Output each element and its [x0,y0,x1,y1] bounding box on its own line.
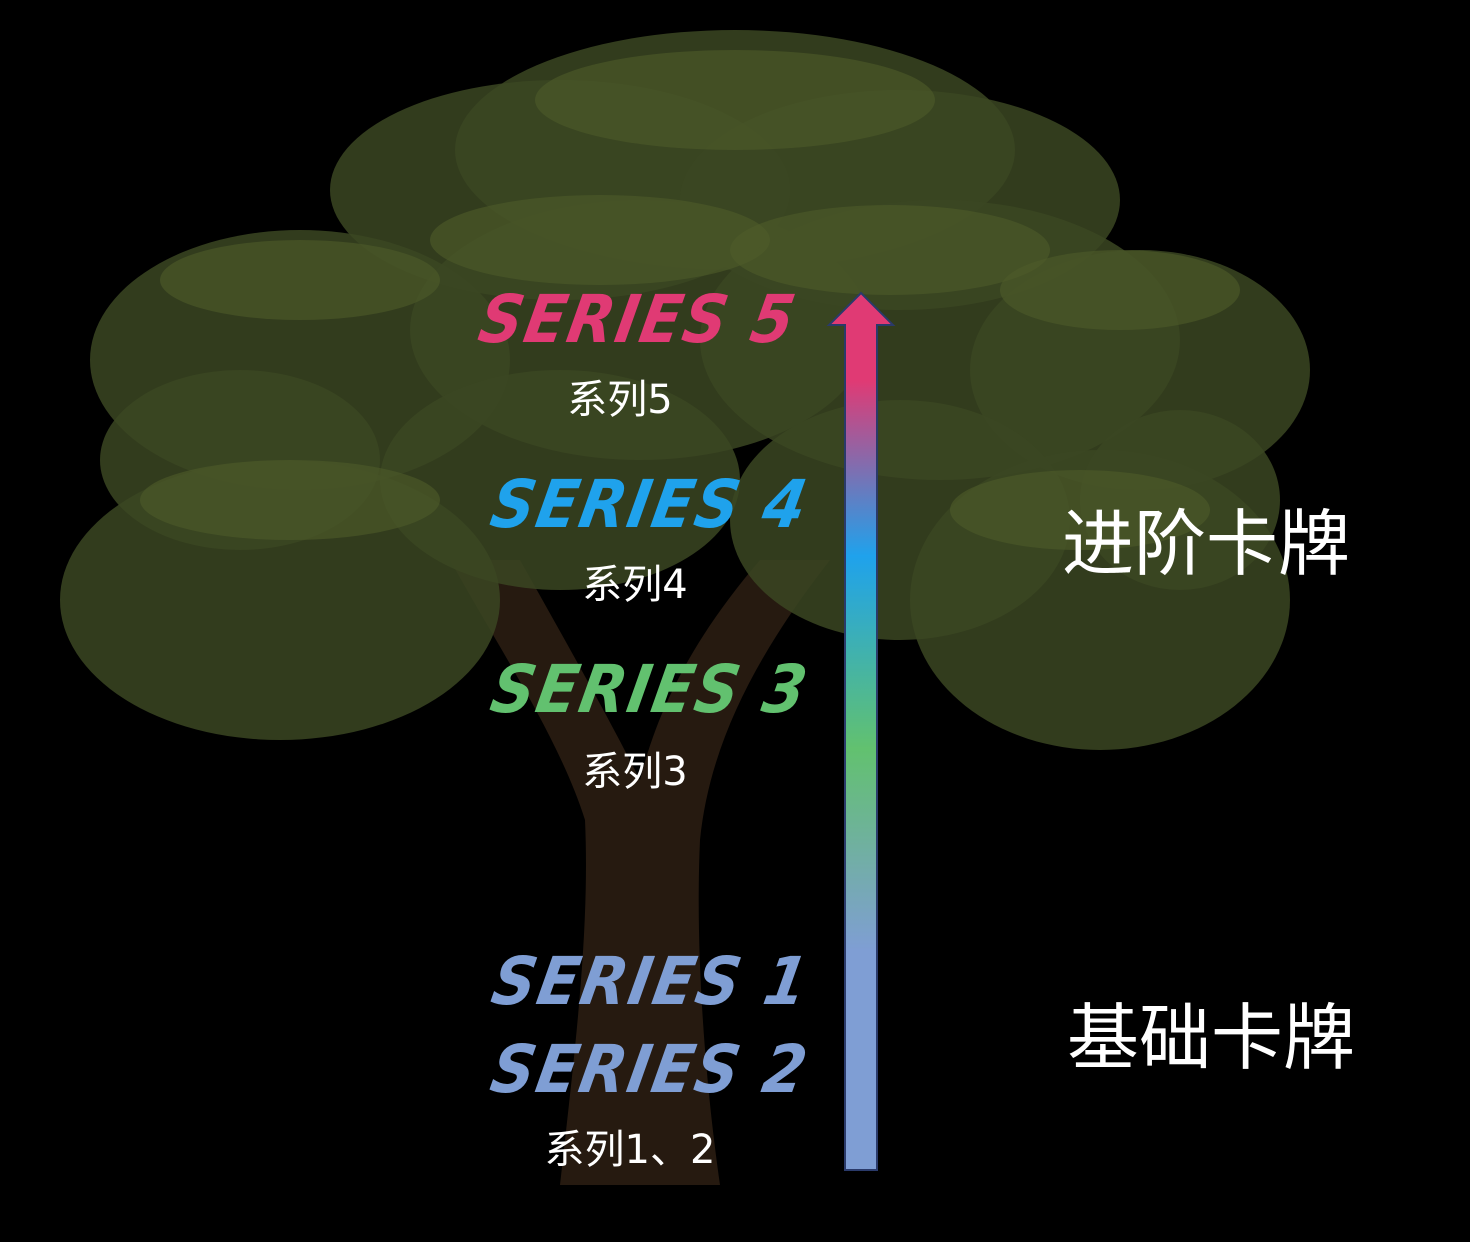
basic-cards-label: 基础卡牌 [1067,996,1356,1080]
series-4-logo: SERIES 4 [485,466,815,544]
series-1-2-caption: 系列1、2 [544,1127,716,1173]
series-4-caption: 系列4 [582,562,688,608]
series-1-logo: SERIES 1 [486,943,816,1021]
series-2-logo: SERIES 2 [485,1031,815,1109]
series-5-caption: 系列5 [567,377,673,423]
series-3-caption: 系列3 [582,749,688,795]
progression-arrow [826,291,896,1171]
tree-foliage-highlights [140,50,1240,550]
advanced-cards-label: 进阶卡牌 [1062,502,1351,586]
series-3-logo: SERIES 3 [485,651,815,729]
tree-trunk [450,560,830,1185]
series-5-logo: SERIES 5 [473,281,803,359]
